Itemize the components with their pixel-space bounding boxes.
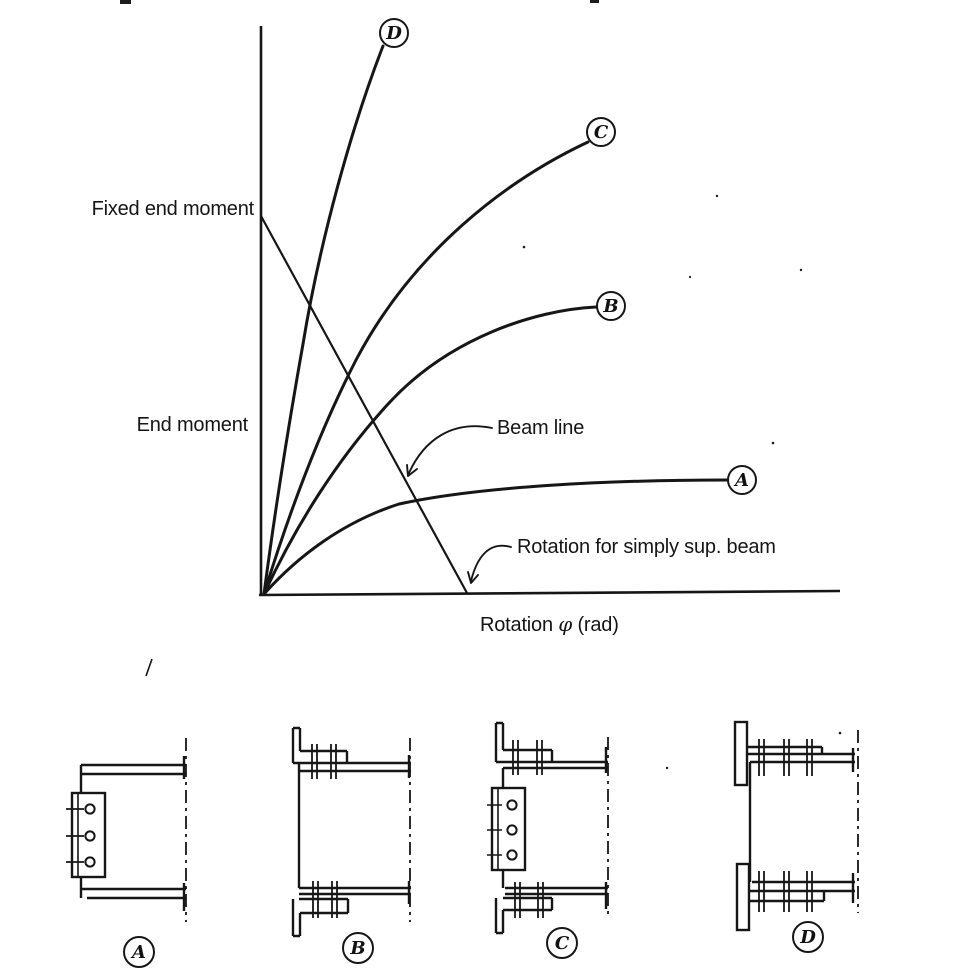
rotation-axis-label: Rotation φ (rad) xyxy=(480,613,619,636)
beam-line xyxy=(260,215,468,594)
curve-label-circle-a: A xyxy=(727,465,757,495)
curve-label-circle-d: D xyxy=(379,18,409,48)
curve-letter: C xyxy=(593,121,609,143)
bolt-ticks-top xyxy=(512,740,543,775)
end-moment-axis-label: End moment xyxy=(136,414,249,436)
curve-c xyxy=(262,140,590,596)
curve-b xyxy=(262,305,598,596)
top-flange xyxy=(81,756,186,779)
connection-label-circle-c: C xyxy=(546,927,578,959)
connection-letter: A xyxy=(132,941,146,963)
curve-d xyxy=(262,44,385,596)
graph-axes xyxy=(258,26,841,597)
curve-letter: A xyxy=(735,469,749,491)
rotation-simply-supported-label: Rotation for simply sup. beam xyxy=(517,536,776,558)
bottom-flange xyxy=(299,881,411,904)
connection-sketch-b xyxy=(291,726,411,938)
top-flange xyxy=(293,755,411,778)
plate-bolt-ticks xyxy=(487,804,502,856)
curve-letter: B xyxy=(603,295,619,317)
bottom-tstub-flange xyxy=(735,862,751,932)
bolts xyxy=(84,803,96,868)
connection-label-circle-d: D xyxy=(792,921,824,953)
bolt-ticks-bottom xyxy=(514,882,544,918)
x-axis xyxy=(258,589,841,597)
bolt-ticks-bottom xyxy=(312,881,338,918)
top-flange xyxy=(747,748,855,772)
arrowhead xyxy=(406,464,418,477)
curve-a xyxy=(262,478,729,596)
stray-slash-mark xyxy=(145,658,153,677)
top-tstub-flange xyxy=(733,720,749,787)
seat-angle xyxy=(494,896,554,935)
connection-label-circle-a: A xyxy=(123,936,155,968)
bolt-ticks xyxy=(66,808,84,863)
bolt-ticks-bottom xyxy=(758,871,813,912)
top-angle xyxy=(291,726,349,763)
bottom-flange xyxy=(81,883,186,911)
connection-letter: B xyxy=(350,937,366,959)
scan-noise xyxy=(120,0,842,770)
rotation-axis-word: Rotation xyxy=(480,614,553,636)
bolt-ticks-top xyxy=(311,744,337,779)
bottom-flange xyxy=(505,882,608,909)
curve-label-circle-c: C xyxy=(586,117,616,147)
rotation-leader-arrow xyxy=(467,544,512,584)
beam-line-leader-arrow xyxy=(406,425,493,477)
bottom-flange xyxy=(749,873,855,903)
curve-letter: D xyxy=(386,22,402,44)
connection-label-circle-b: B xyxy=(342,932,374,964)
arrowhead xyxy=(467,571,479,584)
top-angle xyxy=(494,721,554,762)
top-flange xyxy=(496,747,608,773)
beam-line-label: Beam line xyxy=(497,417,585,439)
connection-sketch-c xyxy=(487,721,609,935)
bolts xyxy=(506,799,518,861)
curve-label-circle-b: B xyxy=(596,291,626,321)
connection-sketch-d xyxy=(733,720,859,932)
connection-letter: C xyxy=(554,932,570,954)
connection-sketch-a xyxy=(66,738,187,922)
connection-letter: D xyxy=(800,926,816,948)
seat-angle xyxy=(291,897,350,938)
phi-symbol: φ xyxy=(558,612,573,636)
bolt-ticks-top xyxy=(758,739,813,776)
rotation-axis-unit: (rad) xyxy=(577,614,619,636)
moment-rotation-curves xyxy=(262,44,729,596)
fixed-end-moment-label: Fixed end moment xyxy=(91,198,255,220)
